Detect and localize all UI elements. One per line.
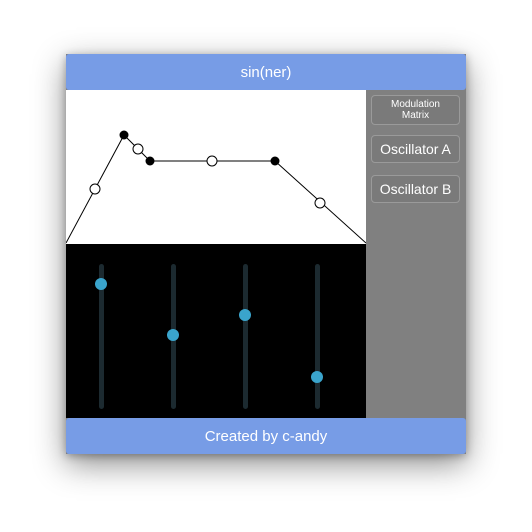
- slider-knob[interactable]: [311, 371, 323, 384]
- envelope-node[interactable]: [145, 156, 155, 166]
- envelope-node[interactable]: [270, 156, 280, 166]
- slider-knob[interactable]: [239, 308, 251, 321]
- modulation-matrix-button[interactable]: Modulation Matrix: [371, 95, 460, 125]
- oscillator-a-label: Oscillator A: [380, 141, 451, 157]
- envelope-curve-handle[interactable]: [314, 197, 326, 209]
- envelope-curve-handle[interactable]: [206, 155, 218, 167]
- envelope-graph[interactable]: [65, 90, 367, 244]
- footer-credit: Created by c-andy: [204, 427, 328, 445]
- oscillator-a-button[interactable]: Oscillator A: [371, 135, 460, 163]
- slider-panel: [66, 244, 366, 418]
- oscillator-b-button[interactable]: Oscillator B: [371, 175, 460, 203]
- slider-knob[interactable]: [95, 278, 107, 291]
- window-title: sin(ner): [240, 63, 292, 81]
- slider-knob[interactable]: [167, 329, 179, 342]
- envelope-editor[interactable]: [65, 90, 367, 244]
- envelope-curve-handle[interactable]: [89, 183, 101, 195]
- modulation-matrix-label: Modulation Matrix: [391, 99, 440, 121]
- slider-track[interactable]: [243, 264, 248, 409]
- plugin-window: sin(ner) Modulation Matrix Oscillator A: [65, 54, 466, 454]
- envelope-node[interactable]: [119, 130, 129, 140]
- footer-bar: Created by c-andy: [66, 418, 466, 454]
- sidebar: Modulation Matrix Oscillator A Oscillato…: [366, 90, 466, 418]
- envelope-curve-handle[interactable]: [132, 143, 144, 155]
- slider-track[interactable]: [99, 264, 104, 409]
- title-bar: sin(ner): [66, 54, 466, 90]
- oscillator-b-label: Oscillator B: [379, 181, 452, 197]
- slider-track[interactable]: [315, 264, 320, 409]
